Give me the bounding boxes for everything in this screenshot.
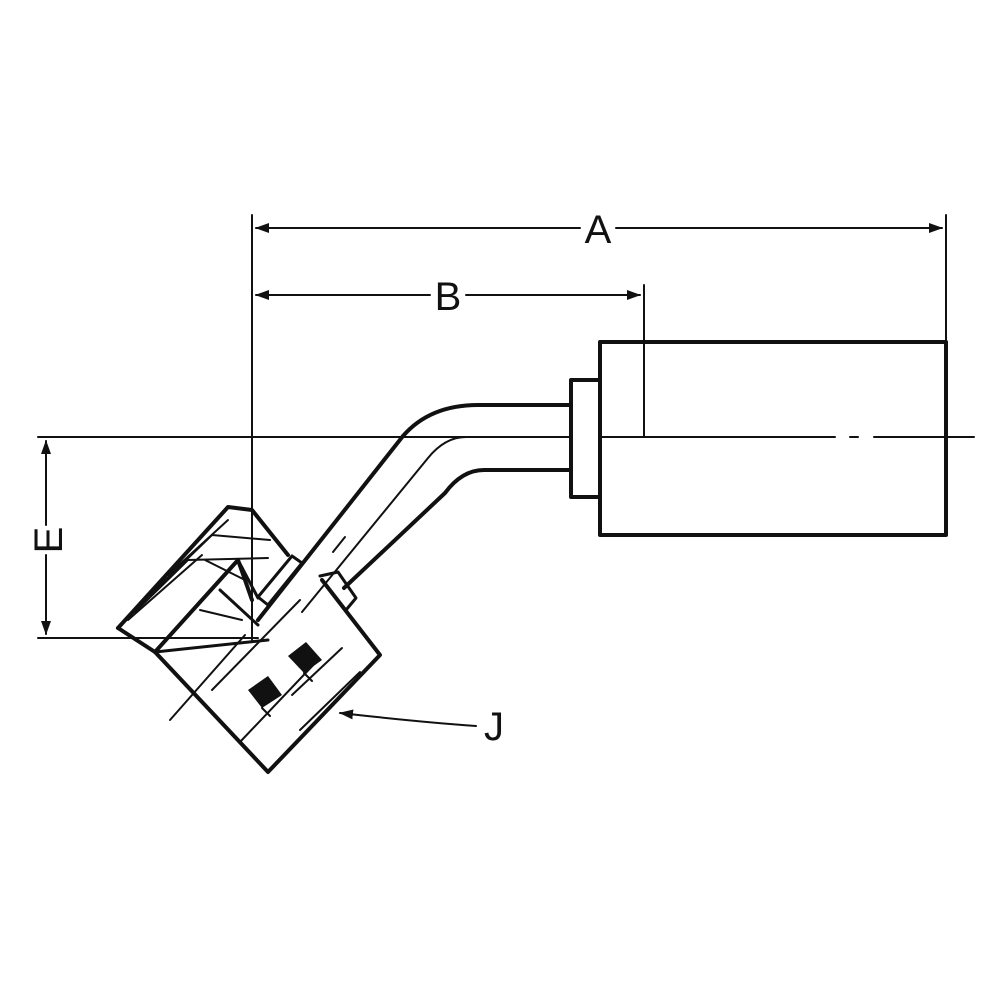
dimension-e: E [27, 440, 259, 639]
dimension-b: B [255, 275, 645, 437]
swivel-nut [116, 505, 382, 774]
dimension-a: A [251, 208, 947, 641]
hose-socket [569, 340, 948, 537]
dimension-label-e: E [27, 527, 71, 554]
dimension-label-b: B [435, 275, 462, 319]
tube-ring [256, 554, 358, 612]
dimension-label-a: A [585, 208, 612, 252]
dimension-label-j: J [484, 705, 504, 749]
leader-j: J [339, 705, 504, 749]
crimp-marks [248, 642, 322, 717]
socket-collar [569, 378, 602, 499]
bent-tube [256, 403, 573, 622]
